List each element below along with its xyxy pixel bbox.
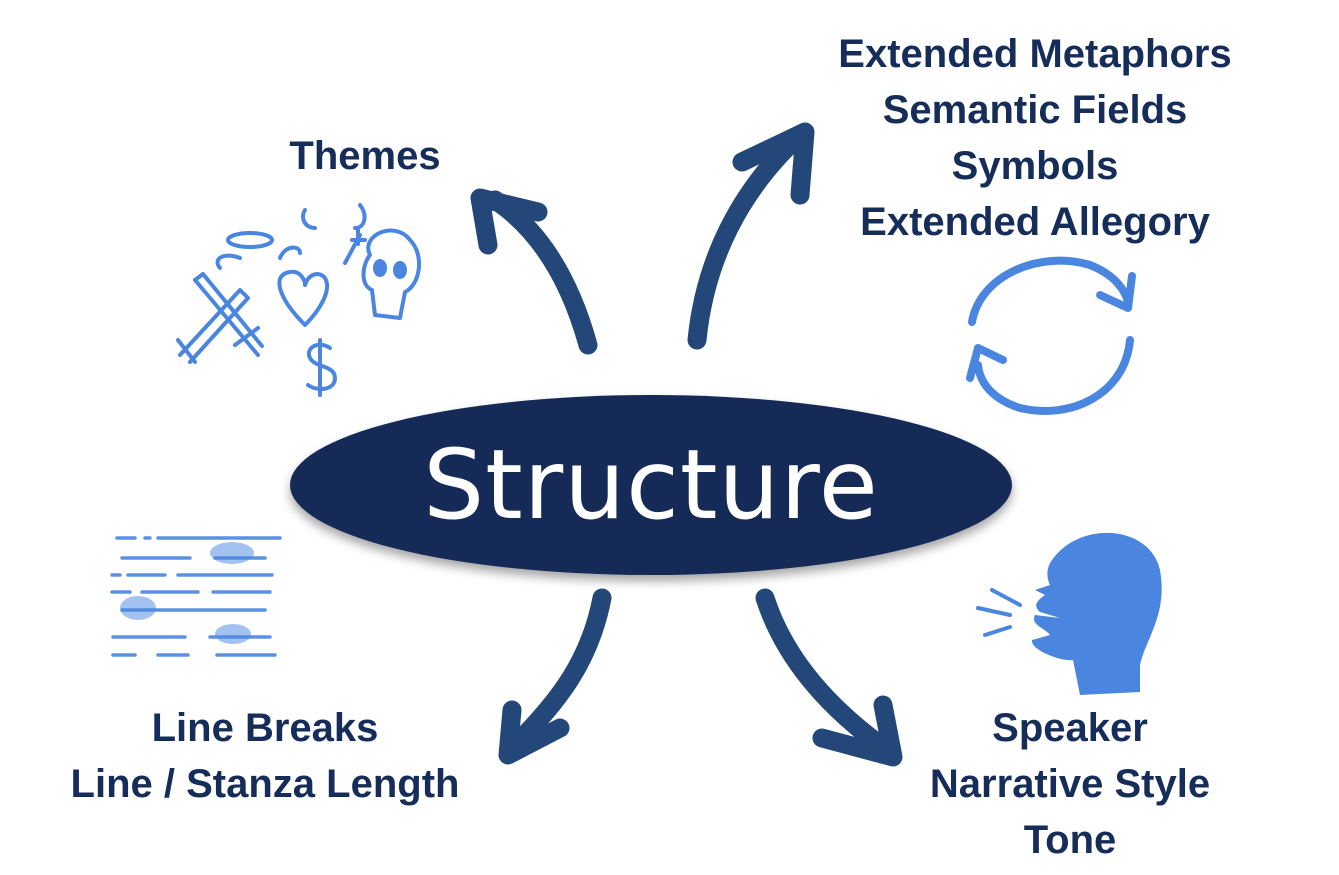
label-line: Symbols: [951, 144, 1119, 188]
pitchfork-icon: [343, 228, 367, 265]
center-title: Structure: [423, 429, 879, 541]
wings-icon: [215, 245, 302, 270]
heart-icon: [277, 269, 329, 327]
dollar-icon: [306, 338, 337, 397]
text-lines-icon: [110, 536, 282, 657]
arrow-to-themes: [470, 188, 598, 355]
skull-icon: [361, 228, 422, 320]
cycle-arrows-icon: [966, 256, 1136, 415]
label-line: Narrative Style: [929, 762, 1211, 806]
label-line: Tone: [1023, 818, 1117, 862]
label-form: Line Breaks Line / Stanza Length: [20, 700, 510, 812]
label-line: Line Breaks: [151, 706, 379, 750]
center-node: [290, 395, 1012, 575]
label-line: Themes: [289, 134, 441, 178]
label-themes: Themes: [270, 128, 460, 184]
label-imagery: Extended Metaphors Semantic Fields Symbo…: [790, 26, 1280, 250]
arrow-to-form: [498, 588, 612, 765]
halo-icon: [226, 231, 274, 249]
label-line: Extended Metaphors: [838, 32, 1232, 76]
arrow-to-voice: [755, 588, 903, 767]
blur-smudges: [120, 542, 254, 644]
arrow-to-imagery: [687, 122, 815, 350]
label-line: Extended Allegory: [860, 200, 1210, 244]
label-voice: Speaker Narrative Style Tone: [890, 700, 1250, 868]
label-line: Line / Stanza Length: [70, 762, 460, 806]
label-line: Speaker: [992, 706, 1148, 750]
themes-doodles-icon: [176, 203, 422, 397]
speaking-head-icon: [976, 532, 1162, 695]
horns-icon: [301, 203, 367, 230]
crossed-swords-icon: [176, 272, 264, 364]
label-line: Semantic Fields: [882, 88, 1188, 132]
